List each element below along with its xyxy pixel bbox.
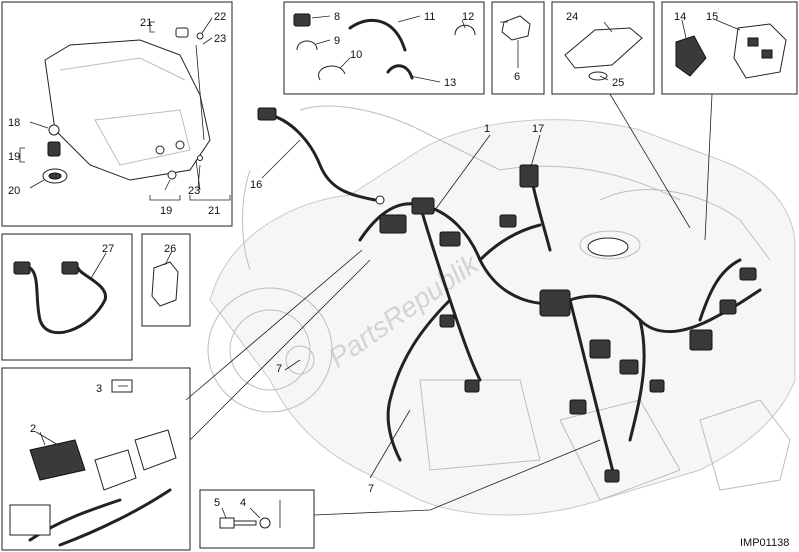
callout-14: 14: [674, 11, 686, 23]
callout-7-lower: 7: [368, 483, 374, 495]
callout-numbers: 1 2 3 4 5 6 7 7 8 9 10 11 12 13 14 15 16…: [8, 11, 718, 509]
callout-19-left: 19: [8, 151, 20, 163]
diagram-code: IMP01138: [740, 537, 789, 549]
callout-15: 15: [706, 11, 718, 23]
callout-19-bottom: 19: [160, 205, 172, 217]
callout-4: 4: [240, 497, 246, 509]
leader-lines: [29, 15, 741, 519]
callout-13: 13: [444, 77, 456, 89]
box-parts-24-25: [551, 1, 655, 95]
main-harness: [257, 107, 762, 483]
callout-23-top: 23: [214, 33, 226, 45]
callout-7-upper: 7: [276, 363, 282, 375]
motorcycle-silhouette: [207, 105, 796, 516]
callout-22: 22: [214, 11, 226, 23]
callout-8: 8: [334, 11, 340, 23]
callout-27: 27: [102, 243, 114, 255]
callout-1: 1: [484, 123, 490, 135]
callout-24: 24: [566, 11, 578, 23]
box-bolts: [199, 489, 315, 549]
callout-5: 5: [214, 497, 220, 509]
callout-11: 11: [424, 11, 435, 23]
callout-21-bottom: 21: [208, 205, 220, 217]
callout-18: 18: [8, 117, 20, 129]
callout-21-top: 21: [140, 17, 152, 29]
callout-23-bottom: 23: [188, 185, 200, 197]
callout-25: 25: [612, 77, 624, 89]
callout-17: 17: [532, 123, 544, 135]
callout-20: 20: [8, 185, 20, 197]
callout-26: 26: [164, 243, 176, 255]
box-part-27: [1, 233, 133, 361]
box-fuses: [1, 367, 191, 551]
callout-6: 6: [514, 71, 520, 83]
callout-2: 2: [30, 423, 36, 435]
callout-9: 9: [334, 35, 340, 47]
box-tail-section: [1, 1, 233, 227]
callout-16: 16: [250, 179, 262, 191]
callout-12: 12: [462, 11, 474, 23]
callout-10: 10: [350, 49, 362, 61]
callout-3: 3: [96, 383, 102, 395]
box-parts-14-15: [661, 1, 798, 95]
box-part-26: [141, 233, 191, 327]
